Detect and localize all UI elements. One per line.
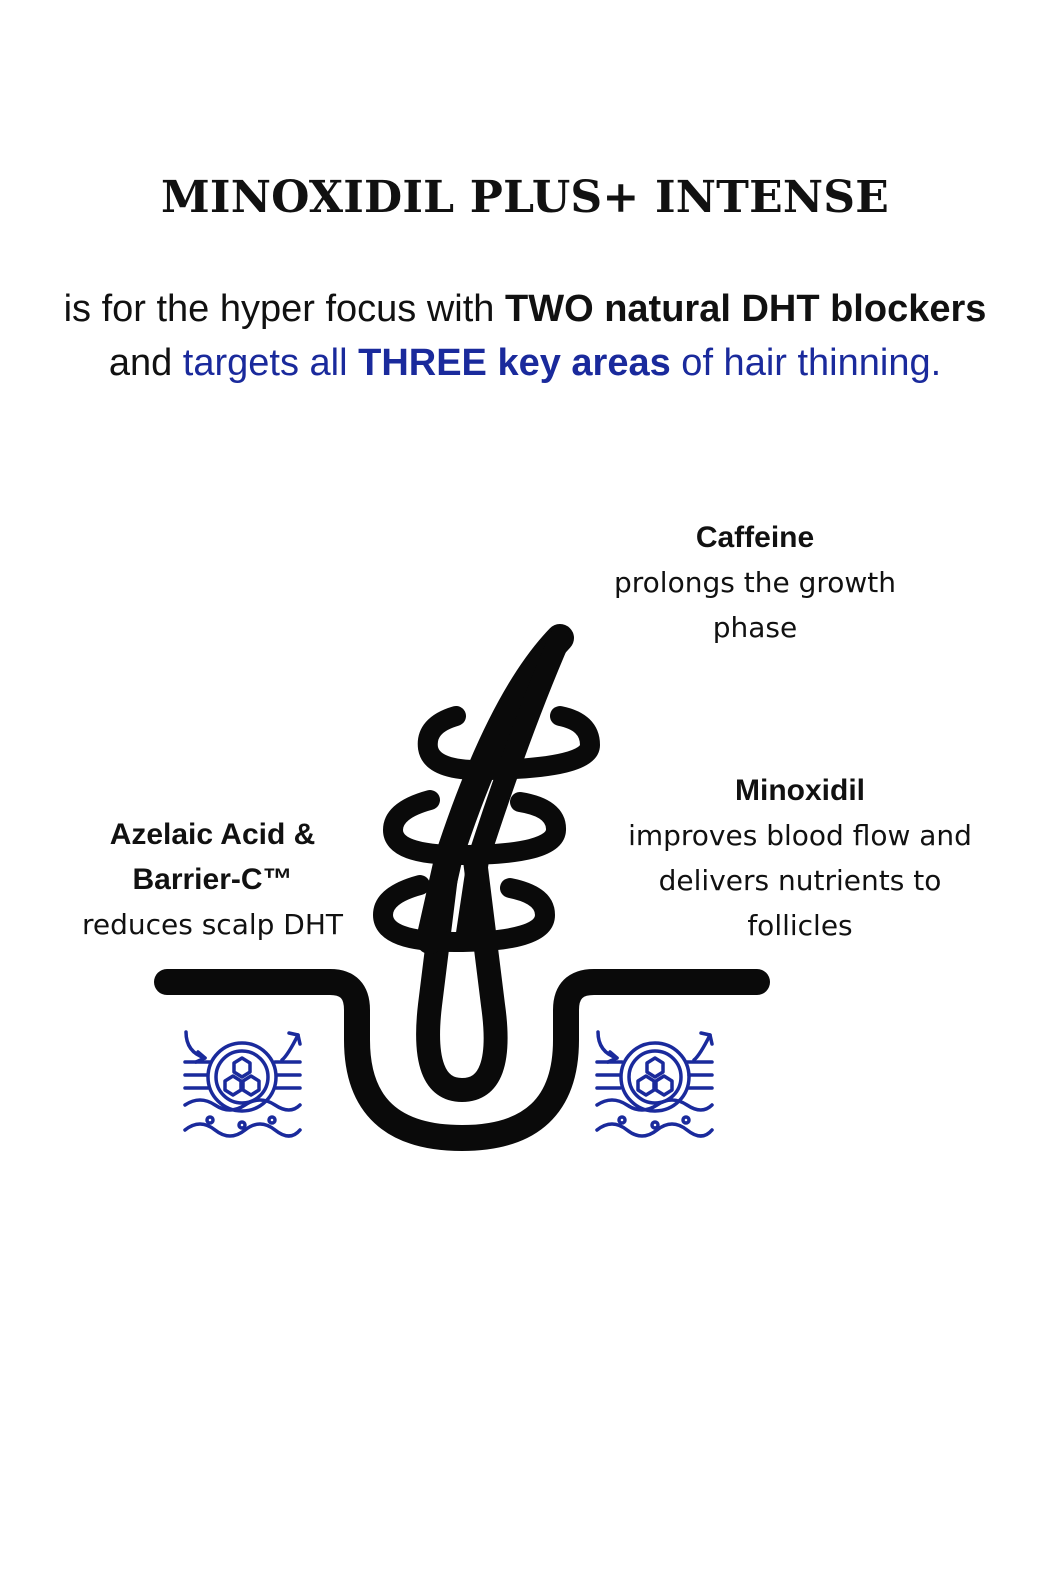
scalp-absorption-icon — [183, 1030, 714, 1138]
intro-line2-accent-bold: THREE key areas — [358, 342, 671, 384]
intro-line2-prefix: and — [108, 342, 183, 384]
intro-line1-prefix: is for the hyper focus with — [63, 288, 505, 330]
hair-follicle-icon — [154, 624, 770, 1151]
callout-azelaic-text: reduces scalp DHT — [81, 908, 344, 941]
callout-minoxidil: Minoxidil improves blood flow and delive… — [615, 768, 985, 948]
callout-caffeine-heading: Caffeine — [695, 521, 815, 554]
callout-azelaic: Azelaic Acid & Barrier-C™ reduces scalp … — [65, 812, 360, 947]
intro-line-2: and targets all THREE key areas of hair … — [0, 336, 1050, 390]
intro-line2-accent-end: of hair thinning. — [670, 342, 942, 384]
intro-line2-accent: targets all — [182, 342, 359, 384]
absorption-icon-right — [595, 1030, 714, 1138]
absorption-icon-left — [183, 1030, 302, 1138]
page-title: MINOXIDIL PLUS+ INTENSE — [161, 172, 889, 223]
intro-line1-bold: TWO natural DHT blockers — [505, 288, 987, 330]
callout-minoxidil-heading: Minoxidil — [735, 774, 865, 807]
callout-azelaic-heading-2: Barrier-C™ — [132, 863, 293, 896]
intro-text: is for the hyper focus with TWO natural … — [0, 282, 1050, 390]
callout-caffeine: Caffeine prolongs the growth phase — [600, 515, 910, 650]
callout-azelaic-heading-1: Azelaic Acid & — [109, 818, 316, 851]
callout-caffeine-text: prolongs the growth phase — [614, 566, 896, 644]
callout-minoxidil-text: improves blood flow and delivers nutrien… — [628, 819, 972, 942]
intro-line-1: is for the hyper focus with TWO natural … — [0, 282, 1050, 336]
